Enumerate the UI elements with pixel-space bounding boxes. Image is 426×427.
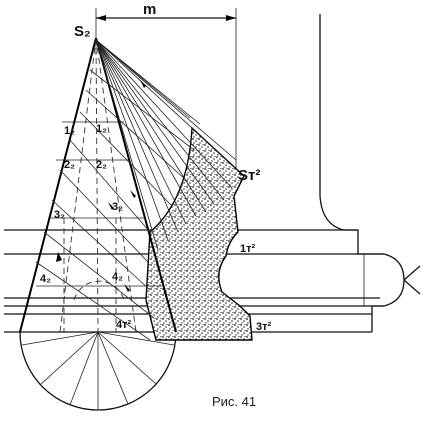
figure-caption: Рис. 41 (212, 394, 256, 409)
label-4-2: 4₂ (40, 273, 51, 285)
label-3t2: 3т² (256, 321, 272, 333)
hatch-lines (35, 69, 195, 341)
label-4t2: 4т² (116, 319, 132, 331)
label-s2: S₂ (74, 23, 91, 40)
label-1t2: 1т² (240, 243, 256, 255)
cone (19, 37, 177, 333)
base-circle (19, 331, 177, 411)
label-3-2b: 3₂ (112, 201, 123, 213)
column-base (319, 14, 421, 332)
label-2-2: 2₂ (64, 159, 75, 171)
label-st2: Sт² (238, 167, 260, 184)
label-1-2b: 1₂ (96, 123, 107, 135)
arrows (56, 80, 146, 292)
construction-rays (95, 39, 241, 251)
label-3-2: 3₂ (54, 209, 65, 221)
label-4-2b: 4₂ (112, 271, 123, 283)
label-2-2b: 2₂ (96, 159, 107, 171)
dimension-m (95, 8, 237, 170)
label-m: m (143, 1, 156, 18)
label-1-2: 1₂ (64, 125, 75, 137)
